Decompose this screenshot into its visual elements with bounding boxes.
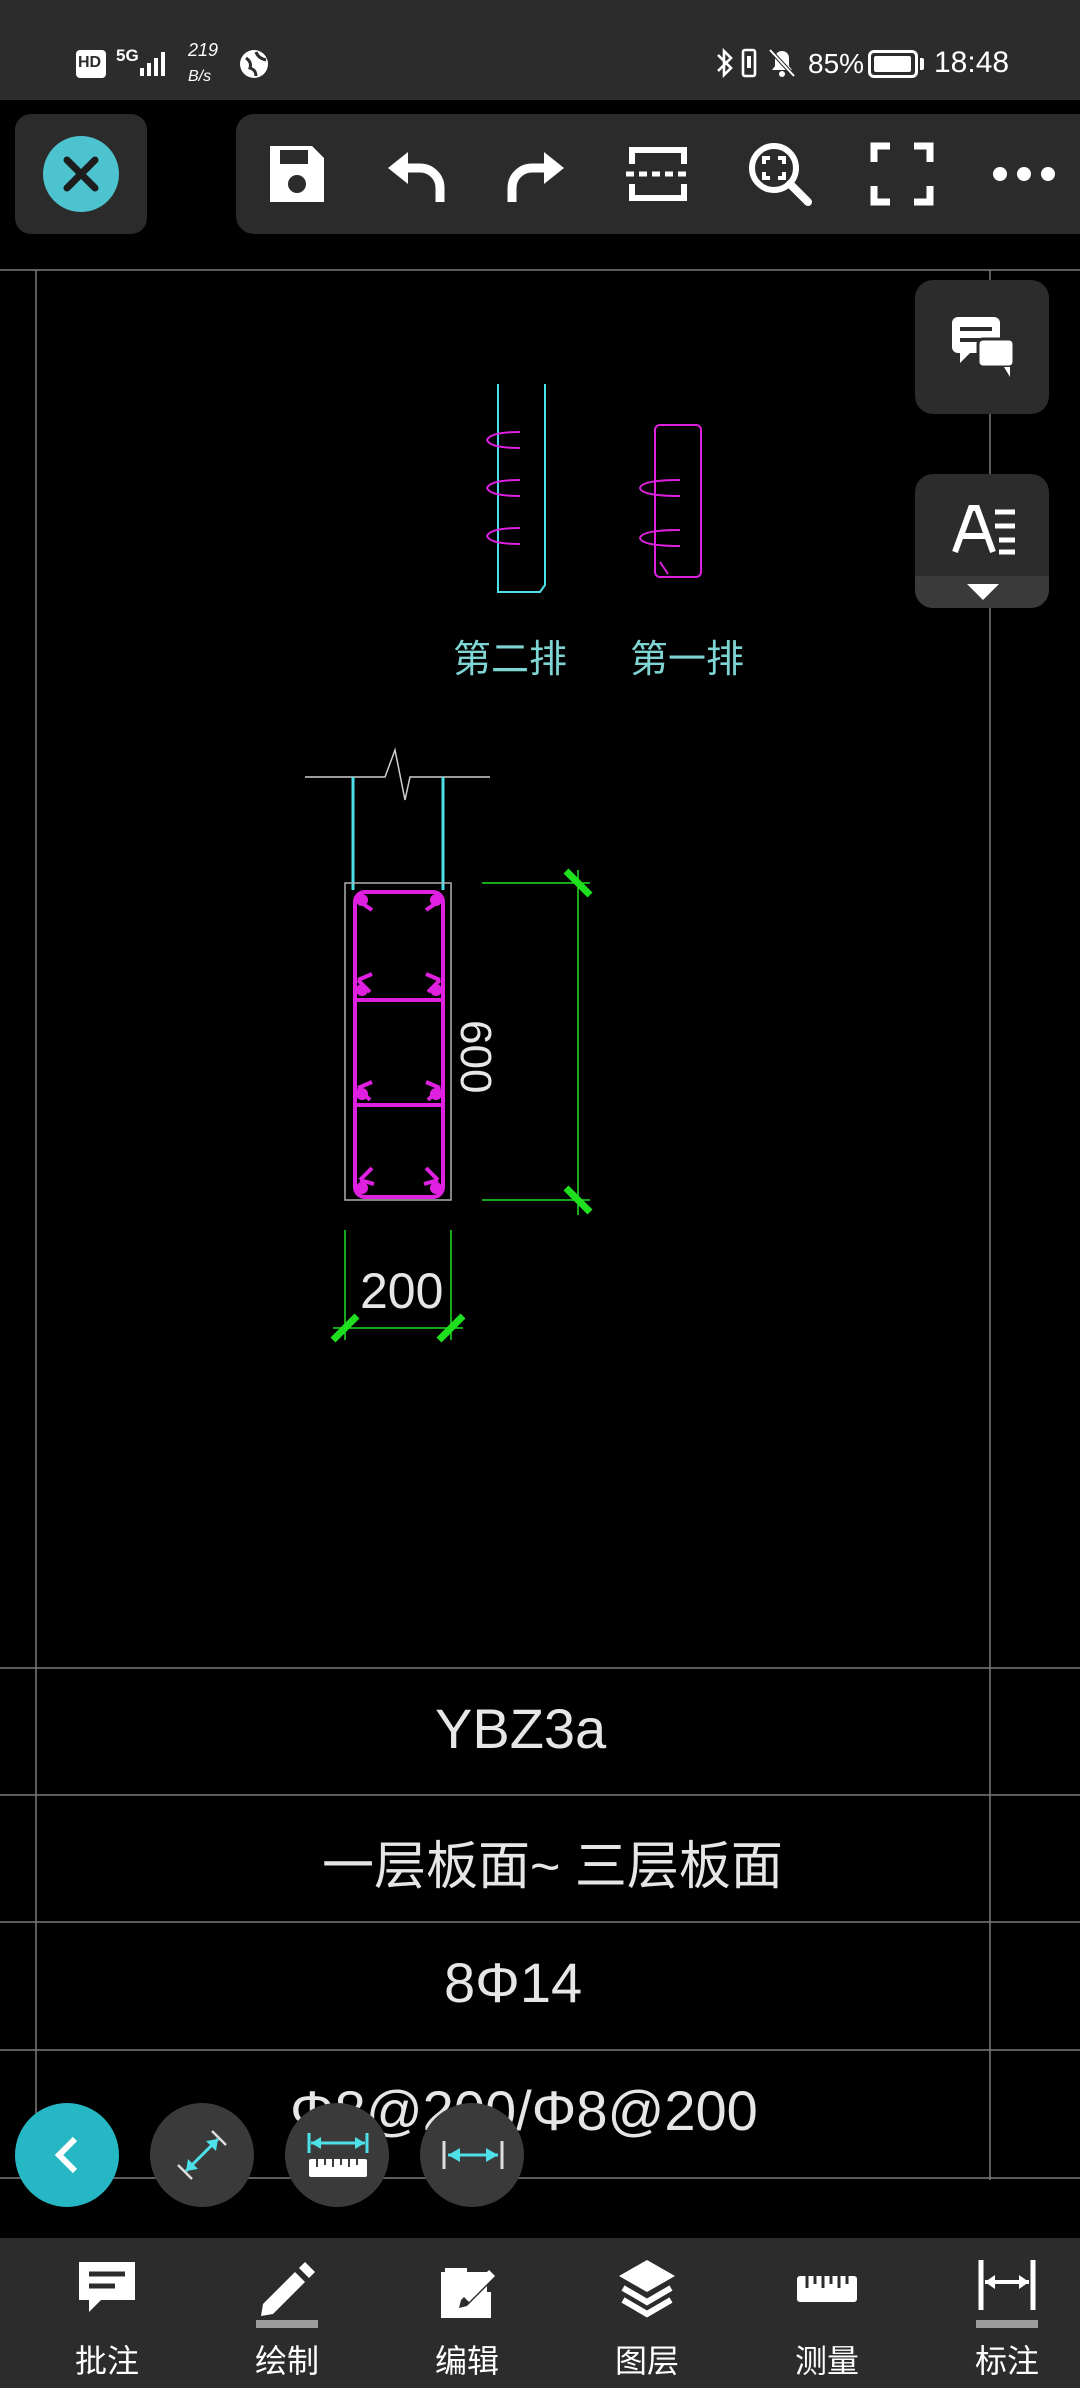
redo-icon[interactable] (500, 138, 572, 210)
text-style-icon (952, 505, 1015, 555)
back-button[interactable] (15, 2103, 119, 2207)
bluetooth-icon (717, 47, 733, 79)
table-cell-name: YBZ3a (435, 1697, 607, 1760)
battery-percent: 85% (808, 48, 865, 79)
speed-unit: B/s (188, 68, 212, 85)
globe-icon (240, 50, 268, 78)
clock: 18:48 (934, 46, 1010, 79)
align-dimension-icon (177, 2130, 227, 2180)
undo-icon[interactable] (380, 138, 452, 210)
hd-badge: HD (76, 50, 106, 78)
first-row-legend (638, 424, 702, 578)
drawing-canvas[interactable]: 第二排 第一排 600 200 YBZ3a 一层板面~ 三层板面 8Φ14 Φ8… (0, 100, 1080, 2238)
save-icon[interactable] (260, 138, 332, 210)
dimension-200-label: 200 (360, 1263, 444, 1319)
hd-text: HD (78, 54, 102, 71)
second-row-legend (485, 384, 546, 593)
align-dimension-button[interactable] (150, 2103, 254, 2207)
mute-bell-icon (768, 48, 796, 78)
linear-dimension-icon (442, 2141, 504, 2169)
edit-icon (441, 2268, 495, 2318)
more-icon[interactable] (988, 138, 1060, 210)
nav-annotate[interactable]: 批注 (32, 2238, 182, 2388)
nav-annotate-label: 批注 (74, 2342, 139, 2380)
text-style-dropdown[interactable] (915, 576, 1049, 608)
nav-dimension-underline (976, 2320, 1038, 2328)
nav-dimension[interactable]: 标注 (932, 2238, 1080, 2388)
battery-level (874, 56, 911, 72)
text-style-button[interactable] (915, 474, 1049, 608)
nav-draw-underline (256, 2320, 318, 2328)
dimension-200 (330, 1230, 466, 1343)
ruler-icon (307, 2133, 369, 2177)
nav-layers[interactable]: 图层 (572, 2238, 722, 2388)
nav-layers-label: 图层 (614, 2342, 679, 2380)
nav-draw[interactable]: 绘制 (212, 2238, 362, 2388)
dimension-icon (978, 2260, 1036, 2310)
top-toolbar (236, 114, 1080, 234)
table-cell-longitudinal-rebar: 8Φ14 (444, 1951, 583, 2014)
nav-draw-label: 绘制 (254, 2342, 319, 2380)
battery-icon (868, 50, 918, 78)
annotate-icon (79, 2262, 135, 2312)
nav-measure-label: 测量 (794, 2342, 859, 2380)
table-cell-floors: 一层板面~ 三层板面 (322, 1838, 783, 1896)
ruler-tool-button[interactable] (285, 2103, 389, 2207)
chevron-down-icon (967, 584, 999, 600)
dimension-600 (482, 868, 593, 1215)
pencil-icon (261, 2262, 315, 2316)
ruler-icon (797, 2276, 857, 2302)
battery-tip (920, 58, 924, 70)
linear-dimension-button[interactable] (420, 2103, 524, 2207)
section-icon[interactable] (622, 138, 694, 210)
nav-measure[interactable]: 测量 (752, 2238, 902, 2388)
close-icon (63, 156, 99, 192)
bottom-navigation: 批注 绘制 编辑 图层 测 (0, 2238, 1080, 2388)
nav-edit[interactable]: 编辑 (392, 2238, 542, 2388)
status-bar: HD 5G 219 B/s 85% 18:48 (0, 0, 1080, 100)
close-button-container (15, 114, 147, 234)
close-button[interactable] (43, 136, 119, 212)
column-section (305, 747, 490, 1201)
row-label-first: 第一排 (630, 639, 745, 681)
speed-value: 219 (188, 40, 219, 60)
comment-list-icon (952, 317, 1016, 377)
comment-list-button[interactable] (915, 280, 1049, 414)
zoom-fit-icon[interactable] (744, 138, 816, 210)
dimension-600-label: 600 (451, 1020, 500, 1094)
fullscreen-icon[interactable] (866, 138, 938, 210)
signal-icon (140, 52, 165, 76)
back-icon (54, 2136, 78, 2174)
network-type: 5G (116, 46, 139, 65)
layers-icon (619, 2260, 675, 2318)
nav-edit-label: 编辑 (434, 2342, 499, 2380)
nav-dimension-label: 标注 (974, 2342, 1039, 2380)
row-label-second: 第二排 (453, 639, 568, 681)
cad-drawing[interactable] (0, 100, 1080, 2238)
vibrate-icon (741, 48, 757, 78)
